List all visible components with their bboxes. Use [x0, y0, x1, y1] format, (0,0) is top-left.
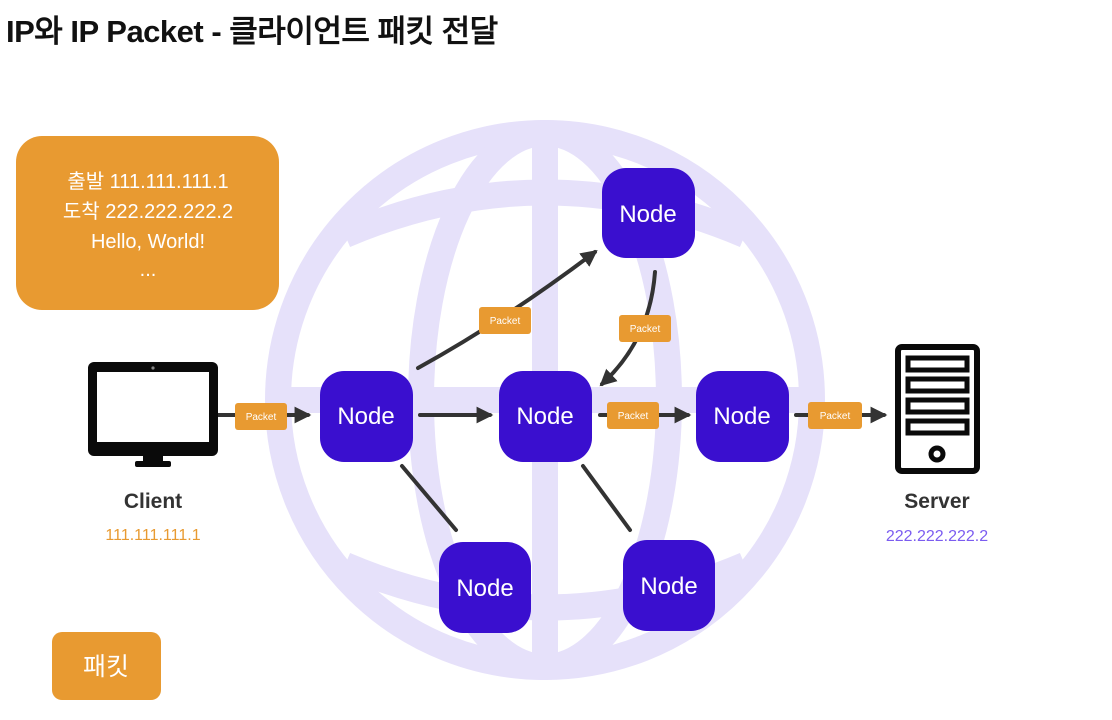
node: Node — [439, 542, 531, 633]
server-ip: 222.222.222.2 — [886, 528, 988, 545]
packet-info-box: 출발 111.111.111.1 도착 222.222.222.2 Hello,… — [16, 136, 279, 310]
node-label: Node — [337, 403, 394, 430]
node-label: Node — [456, 575, 513, 602]
client-monitor-icon — [88, 362, 218, 467]
packet-info-line: 도착 222.222.222.2 — [63, 200, 233, 223]
node-label: Node — [713, 403, 770, 430]
node: Node — [623, 540, 715, 631]
connection-line — [400, 464, 458, 532]
legend-label: 패킷 — [83, 653, 129, 681]
packet-info-line: Hello, World! — [91, 231, 205, 253]
node-label: Node — [516, 403, 573, 430]
client-ip: 111.111.111.1 — [105, 527, 200, 544]
packet-tag: Packet — [479, 307, 531, 334]
server-label: Server — [904, 490, 969, 513]
packet-tag-label: Packet — [820, 411, 851, 422]
connection-line — [581, 464, 632, 532]
packet-tag-label: Packet — [490, 316, 521, 327]
packet-tag: Packet — [607, 402, 659, 429]
server-icon — [895, 344, 980, 474]
node: Node — [499, 371, 592, 462]
legend-packet: 패킷 — [52, 632, 161, 700]
packet-tag: Packet — [235, 403, 287, 430]
node-label: Node — [640, 573, 697, 600]
node: Node — [320, 371, 413, 462]
node: Node — [696, 371, 789, 462]
packet-tag-label: Packet — [246, 412, 277, 423]
packet-info-line: 출발 111.111.111.1 — [67, 170, 228, 193]
page-title: IP와 IP Packet - 클라이언트 패킷 전달 — [6, 14, 498, 49]
arrows — [216, 249, 888, 424]
packet-tag: Packet — [619, 315, 671, 342]
client-label: Client — [124, 490, 182, 513]
packet-info-line: ... — [140, 259, 157, 281]
connection-lines — [400, 464, 632, 532]
node: Node — [602, 168, 695, 258]
packet-tag: Packet — [808, 402, 862, 429]
packet-tag-label: Packet — [630, 324, 661, 335]
packet-tag-label: Packet — [618, 411, 649, 422]
node-label: Node — [619, 201, 676, 228]
